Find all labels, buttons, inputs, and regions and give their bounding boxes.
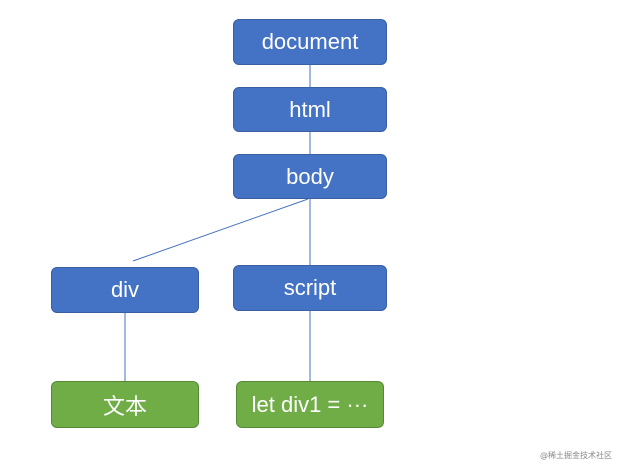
- node-div: div: [51, 267, 199, 313]
- node-script: script: [233, 265, 387, 311]
- node-text-content: 文本: [51, 381, 199, 428]
- node-script-content: let div1 = ···: [236, 381, 384, 428]
- node-body: body: [233, 154, 387, 199]
- watermark: @稀土掘金技术社区: [540, 451, 612, 460]
- node-document: document: [233, 19, 387, 65]
- node-html: html: [233, 87, 387, 132]
- edge-body-div: [132, 198, 309, 262]
